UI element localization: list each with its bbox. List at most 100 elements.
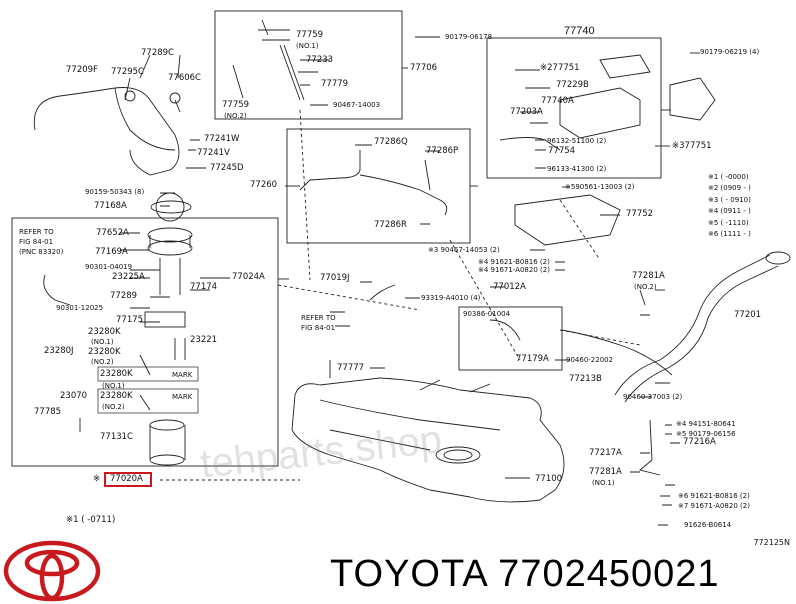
part-label: 77168A (94, 201, 127, 211)
part-label: 77175 (116, 315, 144, 325)
part-label: ※277751 (540, 63, 580, 73)
part-label: 77785 (34, 407, 62, 417)
part-note: (NO.2) (102, 403, 125, 411)
part-label: 77245D (210, 163, 244, 173)
refer-note: (PNC 83320) (19, 248, 64, 256)
part-label: 77216A (683, 437, 716, 447)
part-label: 23280K (100, 391, 133, 401)
part-label: 23280J (44, 346, 74, 356)
serial-note: ※3 ( - 0910) (708, 196, 751, 204)
part-label: 77229B (556, 80, 589, 90)
mark-label: MARK (172, 393, 193, 401)
part-label: 77201 (734, 310, 762, 320)
part-label: 77024A (232, 272, 265, 282)
refer-note: REFER TO (301, 314, 336, 322)
part-label: 96133-41300 (2) (547, 165, 607, 173)
part-label: 77777 (337, 363, 365, 373)
part-label: 77174 (190, 282, 218, 292)
part-label: 77131C (100, 432, 133, 442)
part-label: 23070 (60, 391, 88, 401)
mark-label: MARK (172, 371, 193, 379)
part-label: 77281A (632, 271, 665, 281)
part-label: ※4 91621-B0816 (2) (478, 258, 550, 266)
part-label: ※4 91671-A0820 (2) (478, 266, 550, 274)
part-label: 23225A (112, 272, 145, 282)
part-label: 77012A (493, 282, 526, 292)
part-label: 77286R (374, 220, 407, 230)
part-label: ※4 94151-80641 (676, 420, 736, 428)
part-label: 77652A (96, 228, 129, 238)
part-label: 90159-50343 (8) (85, 188, 145, 196)
part-label: 23280K (100, 369, 133, 379)
part-label: 77169A (95, 247, 128, 257)
part-label: 77213B (569, 374, 602, 384)
part-label: 90179-06219 (4) (700, 48, 760, 56)
brand-part-number: TOYOTA 7702450021 (330, 553, 720, 595)
part-prefix: ※ (93, 474, 101, 484)
part-label: 77203A (510, 107, 543, 117)
toyota-logo (3, 540, 101, 602)
refer-note: FIG 84-01 (19, 238, 54, 246)
part-label: ※7 91671-A0820 (2) (678, 502, 750, 510)
serial-note: ※4 (0911 - ) (708, 207, 751, 215)
part-label: 90386-01004 (463, 310, 511, 318)
part-label: 77233 (306, 55, 334, 65)
refer-note: FIG 84-01 (301, 324, 336, 332)
part-label: 77019J (320, 273, 350, 283)
part-label: 77286Q (374, 137, 408, 147)
part-label: 96132-51100 (2) (547, 137, 607, 145)
part-label: 77754 (548, 146, 576, 156)
serial-note: ※5 ( -1110) (708, 219, 749, 227)
diagram-code: 772125N (753, 538, 790, 547)
part-label: 77241W (204, 134, 240, 144)
part-label: 90460-37003 (2) (623, 393, 683, 401)
part-label: 77759 (296, 30, 324, 40)
box-fuel-pump (11, 217, 279, 467)
part-label: ※5 90179-06156 (676, 430, 736, 438)
part-label: 77217A (589, 448, 622, 458)
part-label: 77779 (321, 79, 349, 89)
part-label: 77706 (410, 63, 438, 73)
part-note: (NO.2) (634, 283, 657, 291)
part-label: 90179-06178 (445, 33, 493, 41)
part-label: 77289C (141, 48, 174, 58)
part-label: 77740A (541, 96, 574, 106)
part-label: 93319-A4010 (4) (421, 294, 481, 302)
part-label: 90301-04019 (85, 263, 133, 271)
part-note: (NO.1) (592, 479, 615, 487)
part-label: 91626-B0614 (684, 521, 732, 529)
part-label: 77241V (197, 148, 230, 158)
part-label: ※3 90467-14053 (2) (428, 246, 500, 254)
serial-note: ※2 (0909 - ) (708, 184, 751, 192)
part-label: ※590561-13003 (2) (565, 183, 635, 191)
part-label: 23280K (88, 327, 121, 337)
part-label: 90460-22002 (566, 356, 614, 364)
part-label: 77759 (222, 100, 250, 110)
part-label: 77209F (66, 65, 98, 75)
part-label: 90467-14003 (333, 101, 381, 109)
part-label: ※6 91621-B0816 (2) (678, 492, 750, 500)
part-label: 23280K (88, 347, 121, 357)
part-note: (NO.1) (102, 382, 125, 390)
box-sender-gauge (214, 10, 403, 120)
part-note: (NO.2) (91, 358, 114, 366)
part-label: 77295C (111, 67, 144, 77)
part-label: 77281A (589, 467, 622, 477)
highlighted-part-label: 77020A (110, 474, 143, 484)
part-note: (NO.1) (91, 338, 114, 346)
box-canister (486, 37, 662, 179)
part-label: ※377751 (672, 141, 712, 151)
part-label: 77606C (168, 73, 201, 83)
footnote: ※1 ( -0711) (66, 515, 116, 525)
part-label: 77286P (426, 146, 459, 156)
part-label: 23221 (190, 335, 218, 345)
part-label: 77260 (250, 180, 278, 190)
part-label: 77740 (564, 25, 595, 37)
part-label: 77752 (626, 209, 654, 219)
serial-note: ※6 (1111 - ) (708, 230, 751, 238)
box-hose-clamp (458, 306, 563, 371)
part-label: 77100 (535, 474, 563, 484)
part-label: 77179A (516, 354, 549, 364)
